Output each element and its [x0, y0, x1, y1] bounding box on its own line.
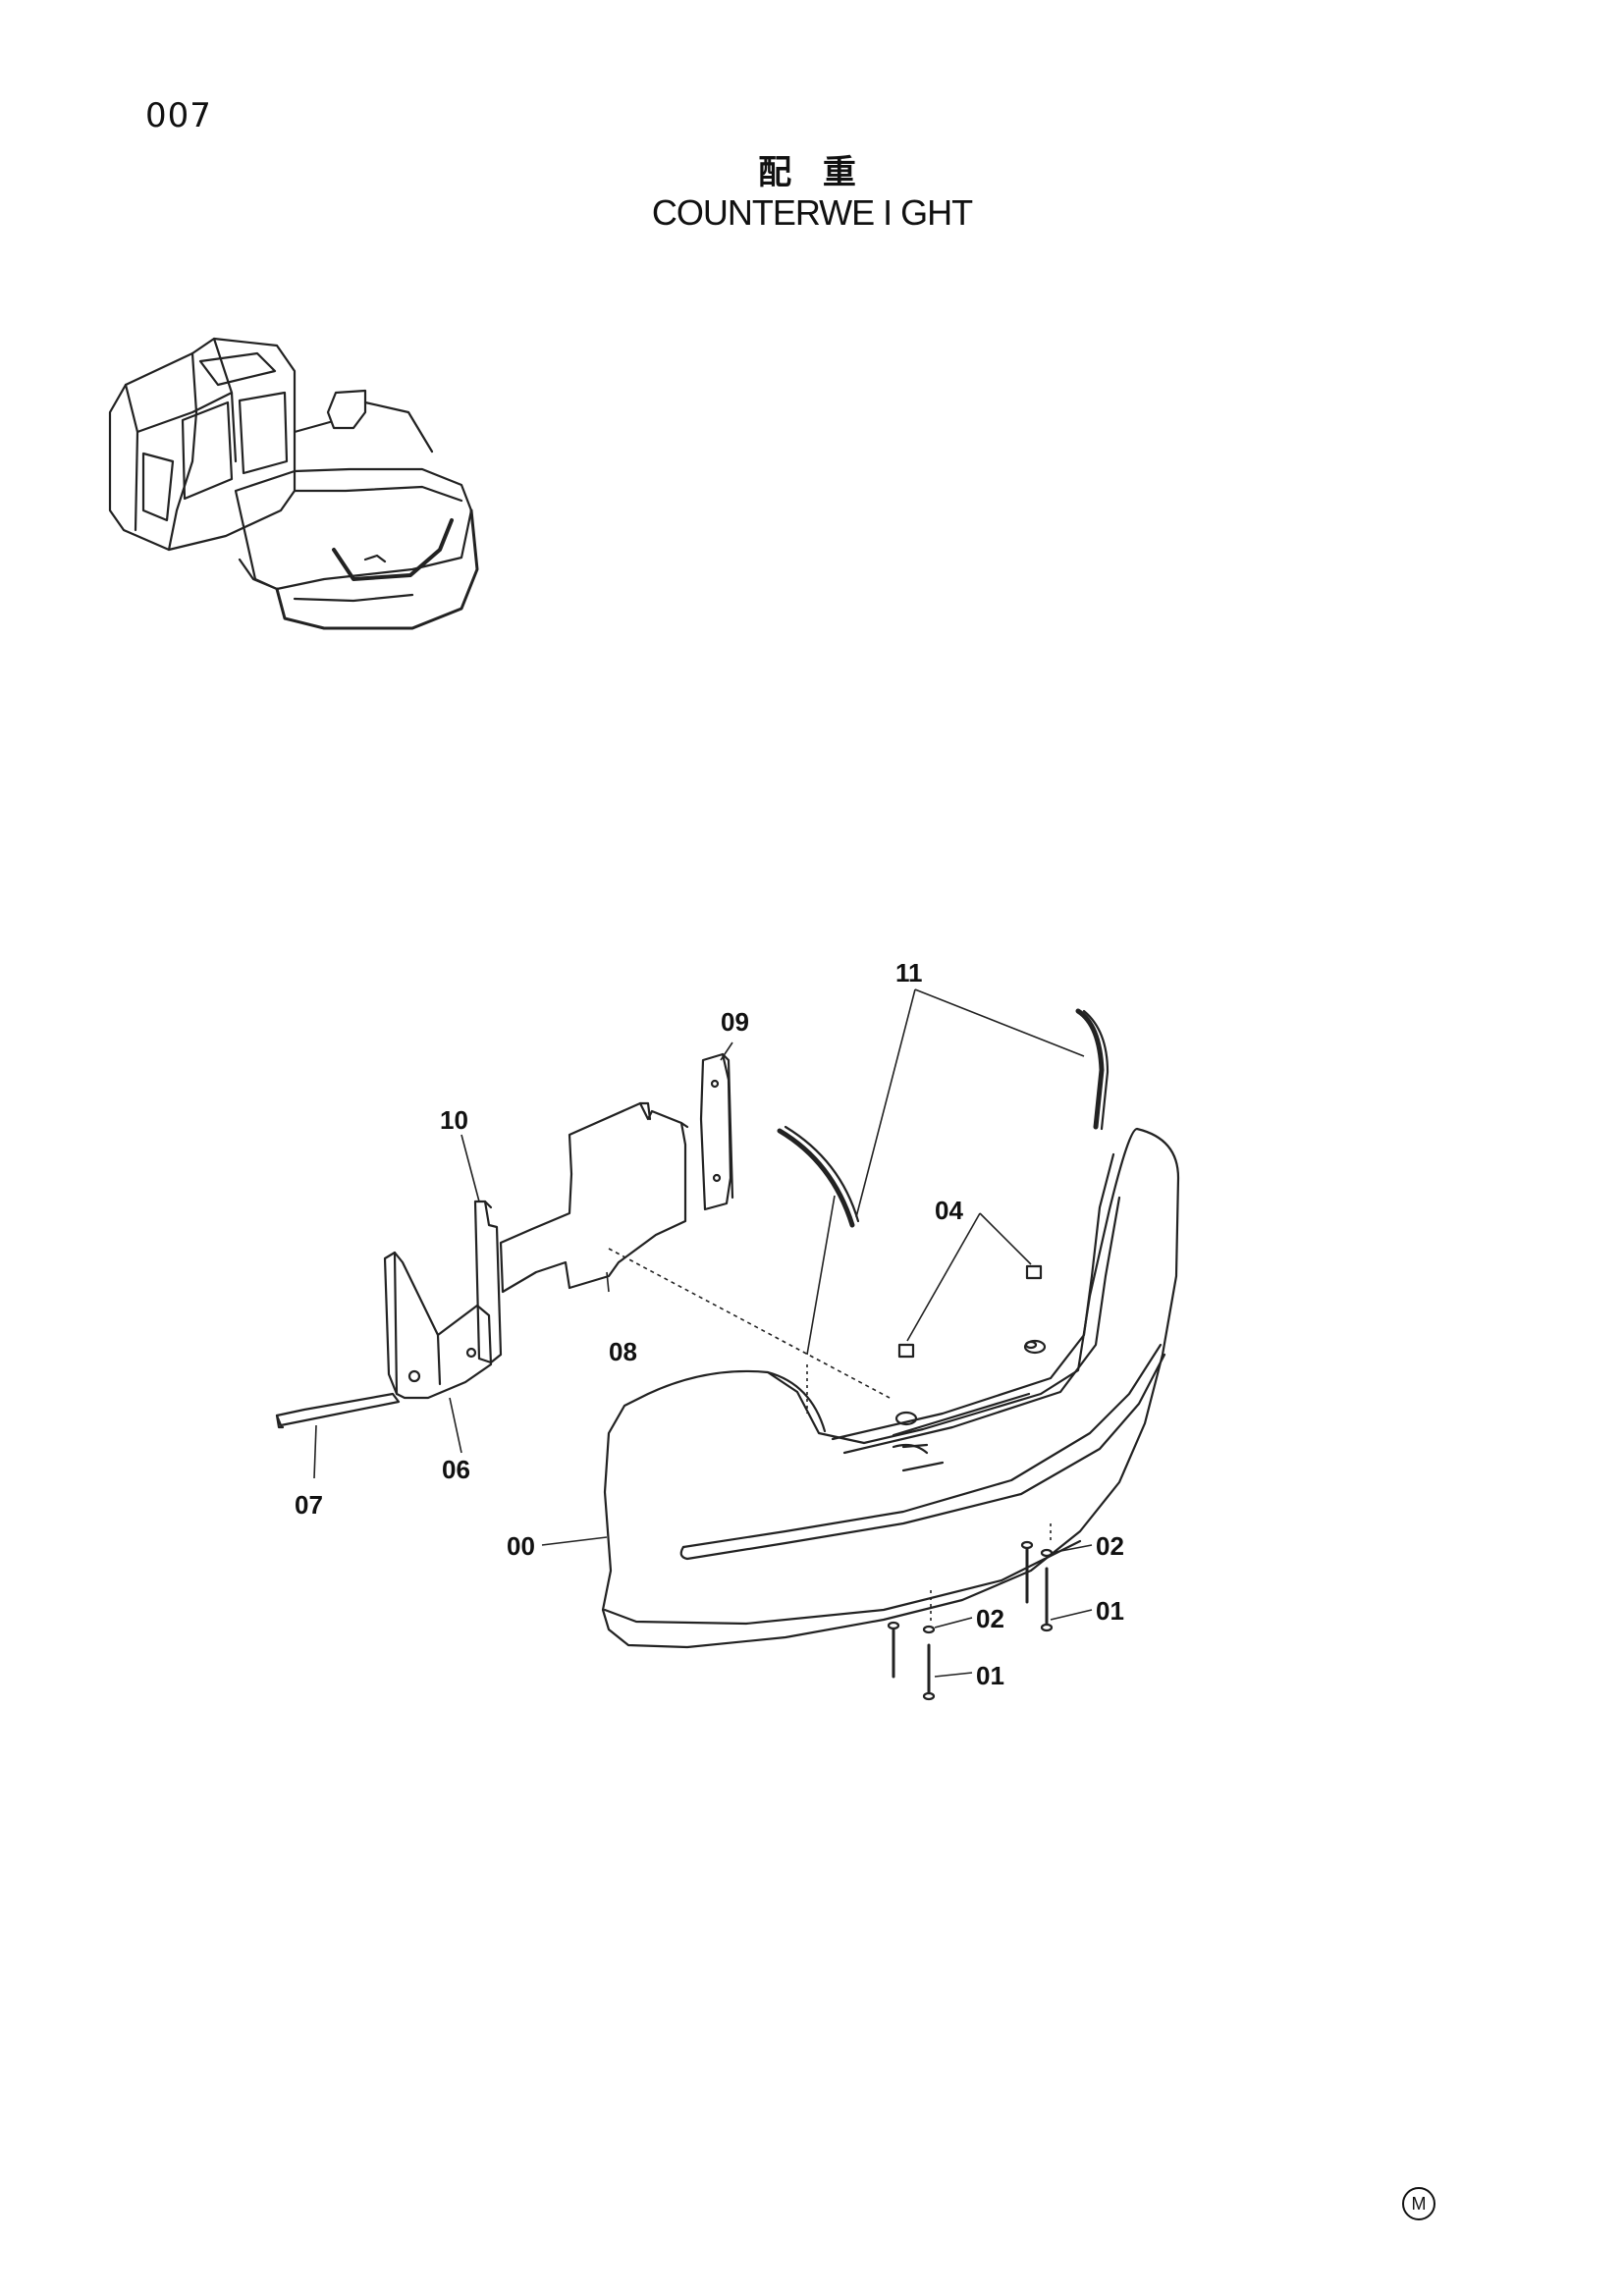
title-japanese: 配 重 [758, 153, 866, 192]
callout-02-left: 02 [976, 1604, 1004, 1633]
page-number: 007 [145, 96, 212, 135]
callout-labels: 11 09 10 04 08 06 07 00 02 01 02 01 [295, 958, 1124, 1690]
callout-11: 11 [895, 958, 923, 988]
callout-10: 10 [440, 1105, 468, 1135]
frame-part-06 [383, 1251, 493, 1400]
callout-06: 06 [442, 1455, 470, 1484]
callout-08: 08 [609, 1337, 637, 1366]
machine-overview-illustration [108, 337, 479, 630]
callout-02-right: 02 [1096, 1531, 1124, 1561]
callout-04: 04 [935, 1196, 963, 1225]
manufacturer-mark: M [1402, 2187, 1435, 2220]
plate-part-08 [499, 1101, 689, 1294]
plate-part-09 [699, 1052, 734, 1211]
bracket-part-10 [473, 1200, 503, 1364]
callout-01-right: 01 [1096, 1596, 1124, 1626]
leader-lines [313, 988, 1093, 1678]
callout-01-left: 01 [976, 1661, 1004, 1690]
title-english: COUNTERWE I GHT [651, 192, 973, 233]
cap-parts-04 [897, 1264, 1043, 1359]
callout-09: 09 [721, 1007, 749, 1037]
callout-07: 07 [295, 1490, 323, 1520]
counterweight-body [601, 1127, 1180, 1649]
callout-00: 00 [507, 1531, 535, 1561]
seal-strip-parts [777, 1008, 1110, 1228]
bolts-and-washers [887, 1540, 1054, 1701]
bar-part-07 [275, 1392, 401, 1429]
